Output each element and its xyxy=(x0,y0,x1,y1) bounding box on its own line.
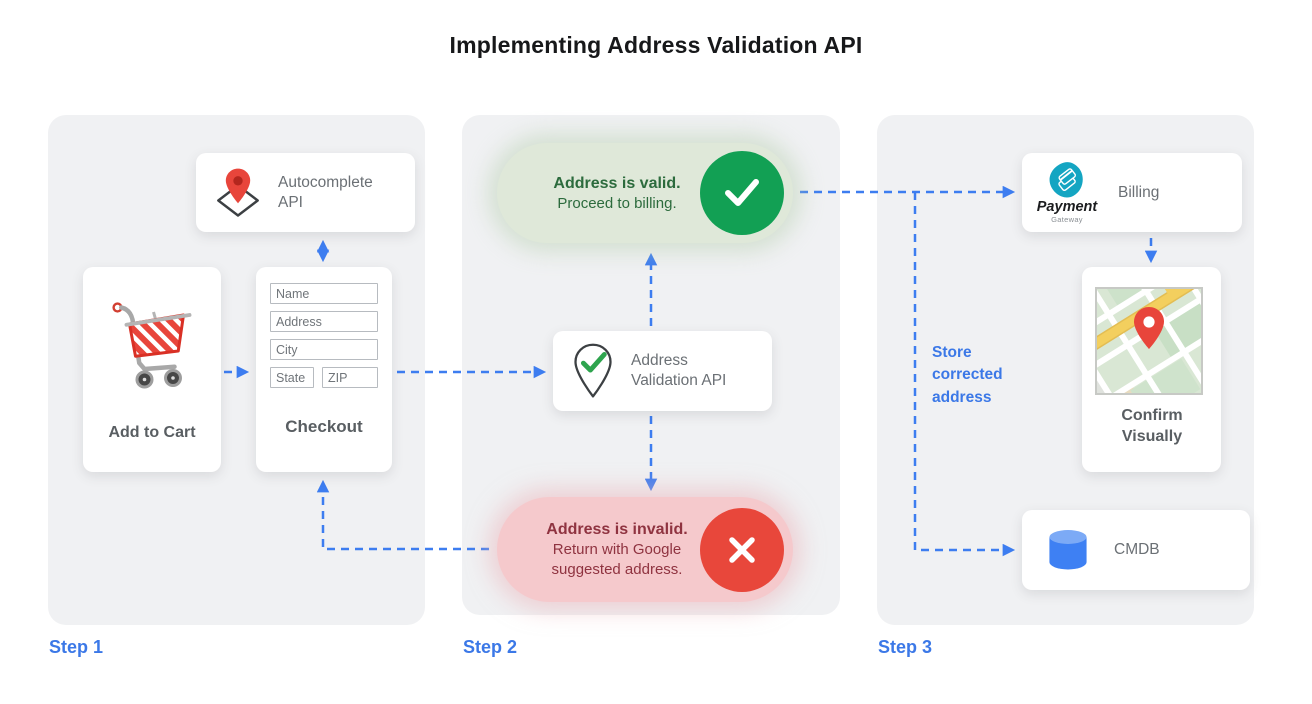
checkout-form xyxy=(270,283,378,395)
payment-gateway-logo: Payment Gateway xyxy=(1034,161,1100,224)
address-validation-api-label: Address Validation API xyxy=(631,352,727,389)
checkmark-circle-icon xyxy=(700,151,784,235)
step2-label: Step 2 xyxy=(463,637,518,657)
map-pin-diamond-icon xyxy=(217,168,259,217)
autocomplete-api-card: Autocomplete API xyxy=(196,153,415,232)
map-pin-check-icon xyxy=(574,343,612,398)
address-invalid-pill: Address is invalid. Return with Google s… xyxy=(497,497,793,602)
cmdb-label: CMDB xyxy=(1114,541,1160,559)
billing-label: Billing xyxy=(1118,183,1160,201)
map-image xyxy=(1097,289,1201,393)
checkmark-icon xyxy=(725,179,759,206)
invalid-pill-subtitle: Return with Google suggested address. xyxy=(551,541,683,579)
name-field[interactable] xyxy=(270,283,378,304)
payment-logo-title: Payment xyxy=(1036,199,1098,216)
payment-logo-subtitle: Gateway xyxy=(1051,214,1083,224)
payment-gateway-icon xyxy=(1049,162,1083,198)
add-to-cart-card: Add to Cart xyxy=(83,267,221,472)
autocomplete-api-label: Autocomplete API xyxy=(278,173,373,211)
step1-label: Step 1 xyxy=(49,637,104,657)
invalid-pill-title: Address is invalid. xyxy=(546,521,688,539)
step3-label: Step 3 xyxy=(878,637,933,657)
valid-pill-text: Address is valid. Proceed to billing. xyxy=(527,173,707,214)
billing-card: Payment Gateway Billing xyxy=(1022,153,1242,232)
zip-field[interactable] xyxy=(322,367,378,388)
valid-pill-subtitle: Proceed to billing. xyxy=(557,194,677,212)
address-validation-api-card: Address Validation API xyxy=(553,331,772,411)
state-field[interactable] xyxy=(270,367,314,388)
checkout-card: Checkout xyxy=(256,267,392,472)
cmdb-card: CMDB xyxy=(1022,510,1250,590)
valid-pill-title: Address is valid. xyxy=(553,174,681,192)
address-valid-pill: Address is valid. Proceed to billing. xyxy=(497,143,793,243)
add-to-cart-label: Add to Cart xyxy=(108,424,196,442)
confirm-visually-label: Confirm Visually xyxy=(1121,407,1183,446)
confirm-visually-card: Confirm Visually xyxy=(1082,267,1221,472)
shopping-cart-icon xyxy=(112,302,192,389)
invalid-pill-text: Address is invalid. Return with Google s… xyxy=(527,519,707,580)
x-circle-icon xyxy=(700,507,784,592)
database-cylinder-icon xyxy=(1049,530,1087,570)
x-icon xyxy=(729,536,755,563)
city-field[interactable] xyxy=(270,339,378,360)
map-thumbnail xyxy=(1095,287,1203,395)
address-field[interactable] xyxy=(270,311,378,332)
checkout-label: Checkout xyxy=(285,416,363,436)
store-corrected-address-note: Store corrected address xyxy=(932,344,1003,406)
page-title: Implementing Address Validation API xyxy=(449,32,863,58)
